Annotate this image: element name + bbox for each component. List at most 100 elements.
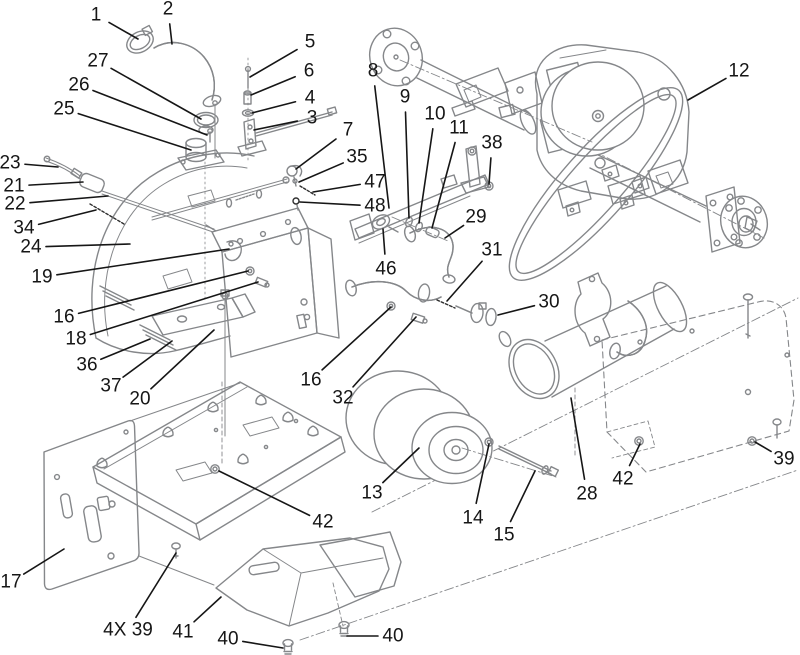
callout-leader-7: [295, 138, 337, 170]
callout-label-40: 40: [217, 629, 238, 650]
drive-belt: [508, 87, 684, 281]
callout-label-39: 39: [773, 449, 794, 470]
drive-pulley: [345, 370, 560, 485]
muffler-strap: [574, 272, 612, 347]
callout-label-42-2: 42: [312, 512, 333, 533]
callout-label-11: 11: [449, 118, 469, 139]
callout-label-9: 9: [400, 87, 411, 108]
callout-leader-38: [488, 157, 492, 185]
callout-leader-16: [77, 270, 249, 315]
callout-label-31: 31: [481, 240, 502, 261]
callout-label-27: 27: [87, 51, 108, 72]
callout-leader-26: [92, 89, 208, 136]
throttle-rod: [151, 176, 290, 221]
callout-leader-14: [475, 443, 490, 505]
callout-leader-28: [570, 397, 586, 481]
callout-leader-42: [628, 443, 641, 467]
callout-label-30: 30: [538, 292, 559, 313]
callout-label-6: 6: [304, 61, 315, 82]
callout-label-3: 3: [307, 108, 318, 129]
support-bracket: [460, 145, 494, 194]
callout-label-15: 15: [493, 525, 514, 546]
callout-label-13: 13: [361, 483, 382, 504]
callout-leader-17: [22, 548, 65, 575]
callout-label-38: 38: [481, 133, 502, 154]
flange-nut: [747, 436, 757, 446]
hose-clamp: [126, 24, 154, 54]
callout-leader-42-2: [218, 470, 311, 517]
callout-label-19: 19: [31, 267, 52, 288]
callout-leader-35: [298, 162, 345, 183]
mount-bar: [151, 297, 244, 336]
muffler: [498, 272, 688, 400]
fuel-tank: [91, 152, 255, 355]
callout-label-12: 12: [728, 61, 749, 82]
callout-label-32: 32: [332, 388, 353, 409]
front-plate: [43, 419, 140, 591]
callout-leader-29: [444, 224, 465, 239]
callout-label-36: 36: [76, 355, 97, 376]
latch-spring-assembly: [286, 164, 316, 211]
callout-leader-22: [29, 195, 109, 204]
callout-leader-21: [28, 181, 84, 186]
callout-label-42: 42: [612, 469, 633, 490]
pulley-bolt: [498, 445, 560, 478]
hose-assembly: [126, 24, 222, 108]
callout-leader-11: [431, 141, 456, 229]
callout-leader-5: [249, 48, 298, 78]
callout-leader-32: [352, 316, 417, 388]
fastener-column: [237, 57, 338, 163]
callout-leader-9: [404, 111, 410, 219]
callout-leader-30: [497, 304, 536, 316]
callout-leader-18: [89, 281, 259, 336]
skid-plates: [215, 531, 402, 655]
callout-leader-48: [299, 201, 361, 207]
panel-bolt: [742, 293, 754, 339]
panel-bolt: [772, 418, 782, 439]
callout-leader-8: [373, 85, 390, 209]
pulley-face: [551, 61, 645, 151]
callout-label-16: 16: [53, 307, 74, 328]
callout-leader-1: [108, 21, 139, 40]
pan-bolt: [171, 542, 181, 559]
carriage-bolt: [282, 638, 294, 655]
callout-label-48: 48: [364, 196, 385, 217]
frame-pan: [43, 381, 346, 591]
callout-leader-37: [122, 340, 173, 378]
spring-coupler: [436, 299, 456, 309]
front-axle-assembly: [368, 27, 593, 143]
callout-leader-47: [312, 183, 361, 193]
hook: [224, 240, 242, 262]
callout-label-37: 37: [100, 376, 121, 397]
pan-nut: [210, 464, 220, 474]
callout-label-47: 47: [364, 172, 385, 193]
callout-label-35: 35: [346, 147, 367, 168]
callout-leader-4: [251, 100, 297, 114]
callout-label-14: 14: [462, 508, 484, 529]
callout-label-25: 25: [53, 99, 74, 120]
callout-leader-4x-39: [135, 552, 177, 619]
callout-leader-10: [418, 128, 434, 224]
callout-leader-31: [446, 260, 483, 302]
callout-label-41: 41: [172, 622, 193, 643]
callout-label-17: 17: [0, 572, 21, 593]
callout-leader-36: [100, 338, 151, 361]
callout-label-4x-39: 4X 39: [103, 620, 153, 641]
latch-spring: [299, 185, 316, 196]
callout-label-18: 18: [65, 329, 86, 350]
callout-label-22: 22: [4, 194, 25, 215]
latch-handle: [371, 214, 399, 233]
callout-leader-27: [110, 67, 202, 120]
callout-leader-25: [77, 112, 192, 151]
rear-axle-assembly: [589, 149, 769, 253]
fuel-cap-and-valve: [177, 100, 225, 171]
callout-label-28: 28: [576, 484, 597, 505]
callout-label-7: 7: [343, 120, 354, 141]
callout-leader-2: [168, 23, 173, 45]
exhaust-mid-pipe: [345, 279, 497, 327]
callout-leader-41: [193, 596, 222, 623]
callout-label-26: 26: [68, 75, 89, 96]
callout-label-10: 10: [424, 104, 445, 125]
